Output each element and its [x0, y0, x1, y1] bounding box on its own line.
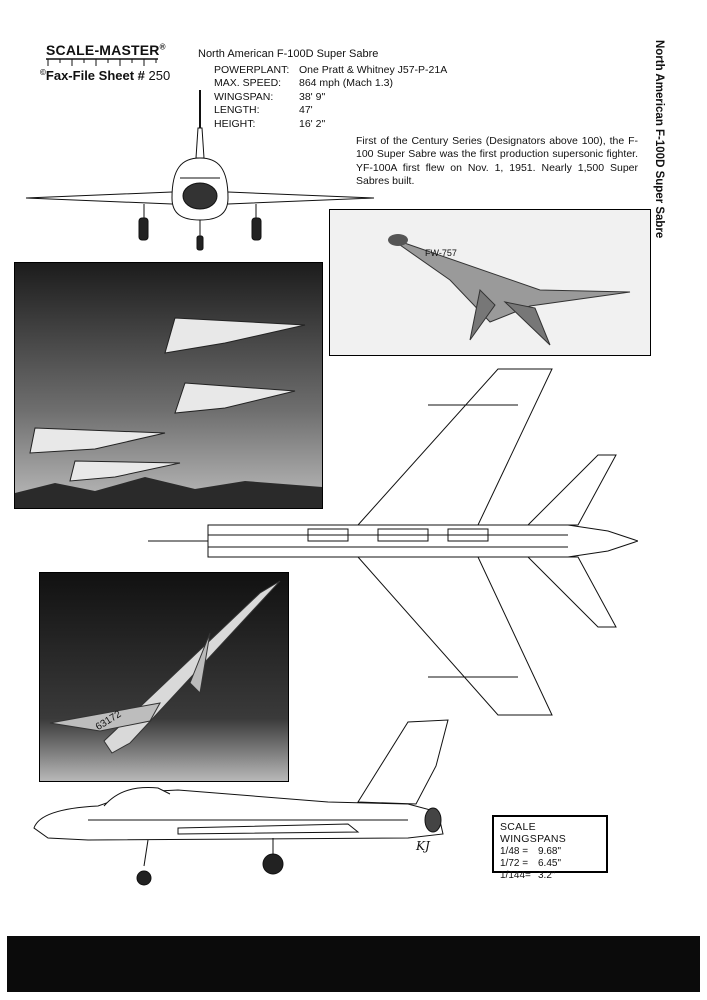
scale-row: 1/72 = 6.45": [500, 858, 600, 870]
spec-value: 38' 9": [299, 90, 326, 103]
scale-row: 1/144= 3.2": [500, 870, 600, 882]
spec-row: WINGSPAN: 38' 9": [214, 91, 447, 104]
spec-row: HEIGHT: 16' 2": [214, 118, 447, 131]
photo-diving-aircraft: 63172: [39, 572, 289, 782]
spec-value: 47': [299, 104, 313, 117]
footer-band: [7, 936, 700, 992]
sheet-number: 250: [148, 68, 171, 83]
logo-ruler-icon: [46, 58, 158, 66]
vertical-title-text: North American F-100D Super Sabre: [653, 40, 665, 239]
spec-row: POWERPLANT: One Pratt & Whitney J57-P-21A: [214, 64, 447, 77]
top-view-drawing: [148, 368, 638, 716]
sheet-label-text: Fax-File Sheet #: [45, 68, 145, 83]
sheet-label: ©Fax-File Sheet # 250: [40, 68, 170, 83]
spec-value: 864 mph (Mach 1.3): [299, 77, 393, 90]
scale-wingspans-box: SCALE WINGSPANS 1/48 =9.68" 1/72 =6.45" …: [492, 815, 608, 881]
scale-span: 3.2": [538, 870, 556, 881]
spec-label: WINGSPAN:: [214, 90, 274, 103]
vertical-title: North American F-100D Super Sabre: [650, 40, 670, 240]
spec-label: LENGTH:: [214, 104, 260, 117]
spec-label: POWERPLANT:: [214, 64, 290, 76]
scale-row: 1/48 = 9.68": [500, 846, 600, 858]
spec-value: 16' 2": [299, 117, 326, 130]
side-view-drawing: KJ: [33, 719, 449, 886]
scale-span: 6.45": [538, 858, 562, 869]
photo-formation: [14, 262, 323, 509]
scale-span: 9.68": [538, 846, 562, 857]
spec-value: One Pratt & Whitney J57-P-21A: [299, 64, 448, 76]
spec-row: LENGTH: 47': [214, 104, 447, 117]
spec-label: MAX. SPEED:: [214, 77, 282, 90]
scale-ratio: 1/144=: [500, 870, 531, 881]
scale-ratio: 1/72 =: [500, 858, 529, 869]
front-view-drawing: [25, 90, 375, 251]
photo-aircraft-image: FW-757: [330, 210, 650, 355]
photo-single-aircraft: FW-757: [329, 209, 651, 356]
scale-ratio: 1/48 =: [500, 846, 529, 857]
artist-signature: KJ: [415, 839, 431, 853]
copyright-mark: ©: [40, 68, 46, 77]
spec-label: HEIGHT:: [214, 117, 256, 130]
brand-name: SCALE-MASTER: [46, 42, 160, 58]
scale-box-title: SCALE WINGSPANS: [500, 821, 567, 845]
registered-mark: ®: [159, 42, 166, 52]
photo-marking-label: FW-757: [425, 248, 457, 258]
spec-table: POWERPLANT: One Pratt & Whitney J57-P-21A…: [214, 64, 447, 131]
brand-logo: SCALE-MASTER®: [46, 42, 166, 58]
description-text: First of the Century Series (Designators…: [356, 135, 638, 188]
photo-diving-image: 63172: [40, 573, 288, 781]
aircraft-title: North American F-100D Super Sabre: [198, 48, 379, 60]
photo-formation-image: [15, 263, 322, 508]
spec-row: MAX. SPEED: 864 mph (Mach 1.3): [214, 77, 447, 90]
